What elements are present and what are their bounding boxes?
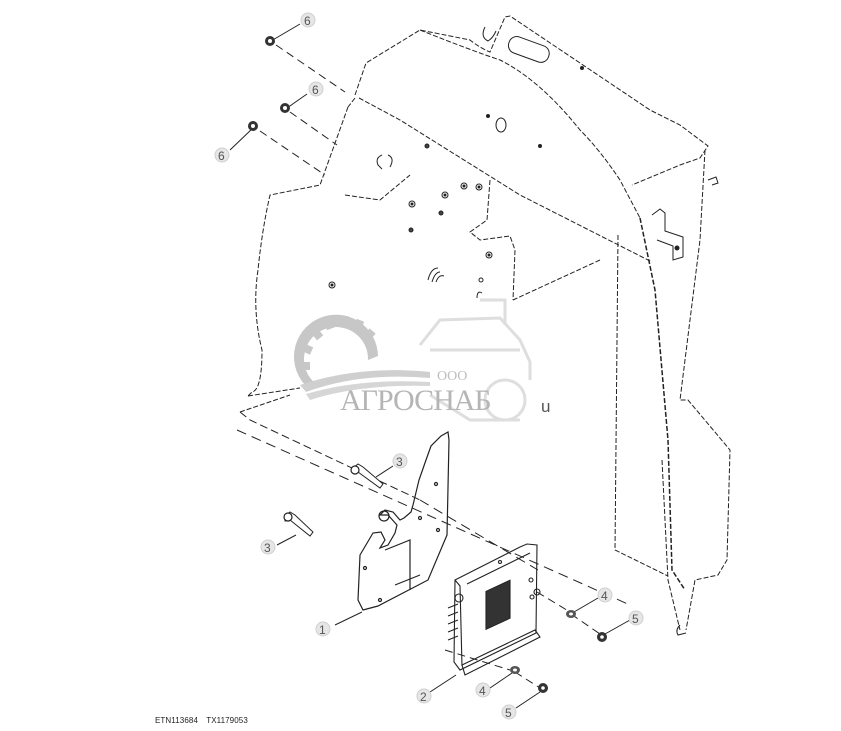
- bolt-3-upper: [350, 463, 394, 489]
- nut-6-middle: [280, 93, 338, 146]
- nut-6-lower: [229, 121, 326, 176]
- callout-6-top: 6: [300, 12, 316, 28]
- ecu-module: [447, 543, 541, 676]
- svg-text:6: 6: [218, 149, 225, 163]
- callout-4-right: 4: [597, 587, 613, 603]
- svg-text:4: 4: [479, 684, 486, 698]
- watermark-prefix: ООО: [437, 369, 467, 384]
- nut-6-top: [265, 23, 346, 93]
- svg-text:6: 6: [304, 14, 311, 28]
- text-id: TX1179053: [206, 716, 248, 725]
- callout-6-middle: 6: [308, 81, 324, 97]
- svg-text:5: 5: [632, 612, 639, 626]
- nut-5-right: [597, 619, 631, 642]
- bracket-leader-lines: [236, 429, 631, 626]
- bolt-3-lower: [276, 511, 314, 546]
- callout-2: 2: [416, 688, 432, 704]
- figure-footer: ETN113684 TX1179053: [155, 716, 254, 725]
- svg-text:5: 5: [505, 706, 512, 720]
- callout-1: 1: [315, 621, 331, 637]
- washer-4-right: [566, 597, 599, 618]
- svg-text:3: 3: [396, 455, 403, 469]
- combine-harvester-icon: [418, 298, 532, 422]
- svg-text:2: 2: [420, 690, 427, 704]
- ecu-bracket: [357, 431, 450, 611]
- callout-5-bottom: 5: [501, 704, 517, 720]
- figure-id: ETN113684: [155, 716, 199, 725]
- callout-3-upper: 3: [392, 453, 408, 469]
- svg-text:3: 3: [264, 541, 271, 555]
- watermark-name: АГРОСНАБ: [340, 384, 491, 417]
- watermark-suffix: u: [541, 397, 550, 416]
- callout-6-lower: 6: [214, 147, 230, 163]
- callout-4-bottom: 4: [475, 682, 491, 698]
- svg-text:4: 4: [601, 589, 608, 603]
- callout-3-lower: 3: [260, 539, 276, 555]
- panel-features: [328, 26, 719, 636]
- callout-5-right: 5: [628, 610, 644, 626]
- nut-5-bottom: [515, 683, 548, 709]
- svg-text:6: 6: [312, 83, 319, 97]
- ecu-leader-lines: [429, 591, 601, 693]
- side-panel: [239, 15, 731, 631]
- watermark-logo: ООО АГРОСНАБ: [294, 298, 532, 422]
- gear-icon: [294, 314, 378, 388]
- washer-4-bottom: [489, 666, 520, 689]
- svg-text:1: 1: [319, 623, 326, 637]
